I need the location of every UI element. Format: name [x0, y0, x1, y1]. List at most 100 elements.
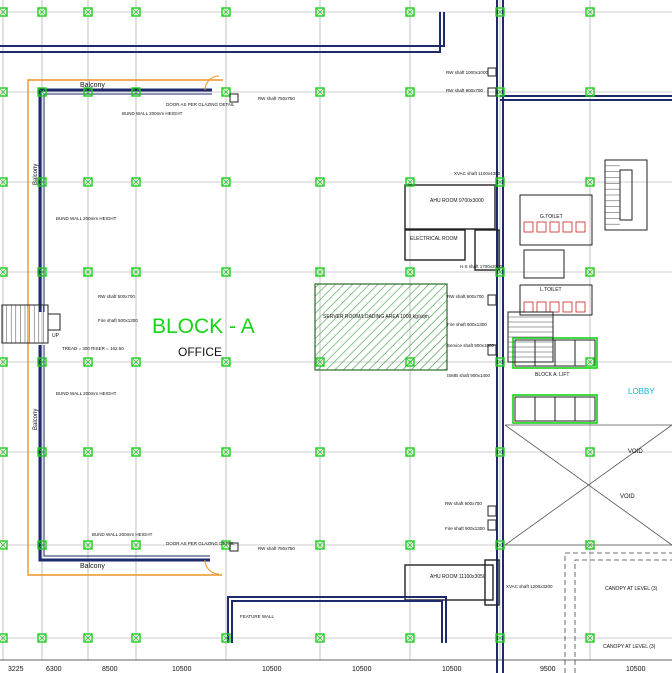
bund-wall-left2-label: BUND WALL 200mm HEIGHT: [56, 391, 117, 396]
column-marker: [83, 87, 93, 97]
bund-wall-left1-label: BUND WALL 200mm HEIGHT: [56, 216, 117, 221]
wc-fixture: [575, 221, 586, 233]
column-marker: [131, 357, 141, 367]
dimension-row: 3225 6300 8500 10500 10500 10500 10500 9…: [0, 659, 672, 673]
column-marker: [585, 267, 595, 277]
dim-3: 8500: [102, 666, 118, 673]
door-bottom-label: DOOR AS PER GLAZING DETAIL: [166, 541, 235, 546]
column-marker: [0, 7, 8, 17]
column-marker: [405, 633, 415, 643]
electrical-room-label: ELECTRICAL ROOM: [410, 236, 458, 242]
column-marker: [83, 7, 93, 17]
column-marker: [585, 7, 595, 17]
door-top-label: DOOR AS PER GLAZING DETAIL: [166, 102, 235, 107]
column-marker: [405, 7, 415, 17]
xvac-shaft-label: XVAC shaft 1100x4300: [454, 171, 501, 176]
up-label: UP: [52, 333, 60, 339]
column-marker: [405, 447, 415, 457]
column-marker: [585, 87, 595, 97]
bund-wall-bottom-label: BUND WALL 200mm HEIGHT: [92, 532, 153, 537]
bottom-slab: [227, 596, 447, 643]
rw-shaft-server-label: RW shaft 900x700: [447, 294, 484, 299]
column-marker: [37, 633, 47, 643]
column-marker: [405, 87, 415, 97]
structural-columns: [0, 7, 595, 643]
column-marker: [221, 633, 231, 643]
core-walls: [496, 0, 672, 673]
column-marker: [131, 633, 141, 643]
column-marker: [585, 447, 595, 457]
column-marker: [405, 177, 415, 187]
column-marker: [495, 7, 505, 17]
column-marker: [405, 267, 415, 277]
column-marker: [0, 177, 8, 187]
column-marker: [37, 540, 47, 550]
l-toilet-label: L.TOILET: [540, 287, 562, 293]
column-marker: [315, 633, 325, 643]
wc-fixture: [562, 301, 573, 313]
dim-6: 10500: [352, 666, 372, 673]
column-marker: [83, 267, 93, 277]
lobby-label: LOBBY: [628, 387, 655, 396]
column-marker: [37, 7, 47, 17]
ahu-room-top-label: AHU ROOM 9700x3000: [430, 198, 484, 204]
door-arc-top: [204, 75, 220, 575]
rw-shaft-lower1-label: RW shaft 900x700: [445, 501, 482, 506]
column-marker: [221, 267, 231, 277]
column-marker: [0, 267, 8, 277]
column-marker: [405, 357, 415, 367]
wc-fixture: [549, 301, 560, 313]
void-lines: [504, 424, 672, 546]
wc-fixture: [549, 221, 560, 233]
column-marker: [83, 357, 93, 367]
bund-wall-top-label: BUND WALL 200mm HEIGHT: [122, 111, 183, 116]
feature-wall-label: FEATURE WALL: [240, 614, 275, 619]
server-area-label: SERVER ROOM/LOADING AREA 1000 kg/sqm: [323, 314, 429, 320]
block-title: BLOCK - A: [152, 315, 255, 338]
service-shaft-label: Service shaft 900x1000: [447, 343, 495, 348]
rw-shaft-topright1-label: RW shaft 1000x1000: [446, 70, 488, 75]
top-slab-outline: [0, 12, 445, 53]
wc-fixture: [523, 221, 534, 233]
column-marker: [585, 177, 595, 187]
column-marker: [83, 447, 93, 457]
right-stair: [604, 159, 648, 231]
column-marker: [0, 633, 8, 643]
column-marker: [0, 357, 8, 367]
dim-8: 9500: [540, 666, 556, 673]
rw-shaft-top-label: RW shaft 750x750: [258, 96, 295, 101]
rw-shaft-topright2-label: RW shaft 900x700: [446, 88, 483, 93]
block-a-lift-label: BLOCK A. LIFT: [535, 372, 569, 378]
lift-cars: [514, 339, 596, 422]
column-marker: [221, 7, 231, 17]
canopy2-label: CANOPY AT LEVEL (3): [603, 644, 656, 650]
ahu-room-bottom: [404, 559, 500, 606]
column-marker: [37, 177, 47, 187]
wc-fixture: [536, 301, 547, 313]
dim-5: 10500: [262, 666, 282, 673]
column-marker: [585, 633, 595, 643]
block-subtitle: OFFICE: [178, 345, 222, 359]
column-marker: [495, 633, 505, 643]
void1-label: VOID: [628, 449, 643, 455]
dim-7: 10500: [442, 666, 462, 673]
column-marker: [37, 267, 47, 277]
g-toilet-label: G.TOILET: [540, 214, 563, 220]
plan-labels: Balcony Balcony Balcony Balcony BUND WAL…: [33, 70, 658, 650]
shaft-boxes: [229, 67, 497, 552]
dim-2: 6300: [46, 666, 62, 673]
ismb-shaft-label: ISMB shaft 900x1400: [447, 373, 491, 378]
column-marker: [131, 177, 141, 187]
column-marker: [405, 540, 415, 550]
column-marker: [83, 540, 93, 550]
balcony-bottom-label: Balcony: [80, 563, 105, 570]
column-marker: [37, 357, 47, 367]
balcony-left-bottom-label: Balcony: [33, 409, 39, 430]
server-loading-area: [314, 283, 448, 371]
dim-4: 10500: [172, 666, 192, 673]
column-marker: [315, 540, 325, 550]
column-marker: [585, 540, 595, 550]
column-marker: [37, 87, 47, 97]
column-marker: [131, 87, 141, 97]
